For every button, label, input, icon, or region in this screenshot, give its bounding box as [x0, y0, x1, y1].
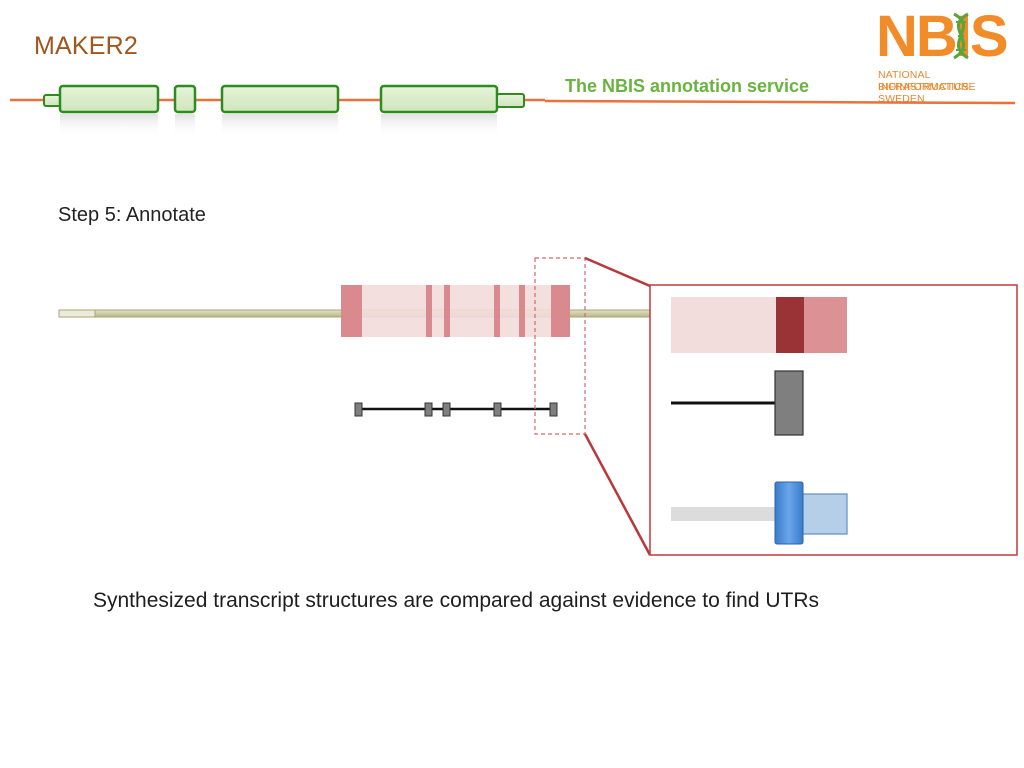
header-exon-shadow [175, 114, 195, 138]
slide-title: MAKER2 [34, 32, 139, 60]
header-exon-2 [173, 84, 197, 114]
evidence-exon [341, 285, 362, 337]
evidence-alignment [341, 285, 570, 337]
header-divider-right [544, 99, 1016, 105]
gene-exon [354, 402, 363, 417]
zoom-panel [649, 284, 1018, 556]
nbis-logo-text: NBIS [876, 4, 1009, 69]
genome-sequence-start [58, 309, 96, 318]
header-gene-model [43, 84, 525, 138]
header-exon-1 [58, 84, 160, 114]
zoom-transcript-utr-right [801, 493, 848, 535]
zoom-selection-box [534, 257, 586, 435]
zoom-evidence-utr [671, 297, 776, 353]
zoom-connector-top [584, 256, 651, 288]
zoom-transcript-utr-left [671, 507, 776, 521]
step-label: Step 5: Annotate [58, 204, 206, 226]
gene-exon [493, 402, 502, 417]
gene-exon [549, 402, 558, 417]
slide-subtitle: The NBIS annotation service [565, 76, 810, 96]
header-exon-3 [220, 84, 340, 114]
evidence-exon [551, 285, 570, 337]
nbis-logo-tagline-1: NATIONAL BIOINFORMATICS [878, 69, 970, 93]
evidence-exon [494, 285, 500, 337]
evidence-exon [426, 285, 432, 337]
zoom-evidence-exon [776, 297, 804, 353]
slide-caption: Synthesized transcript structures are co… [93, 589, 820, 612]
header-exon-shadow [381, 114, 497, 138]
zoom-gene-exon [774, 370, 804, 436]
header-exon-shadow [60, 114, 158, 138]
zoom-transcript-cds [774, 481, 804, 545]
gene-exon [442, 402, 451, 417]
evidence-exon [444, 285, 450, 337]
header-exon-4 [379, 84, 499, 114]
header-utr-right [496, 93, 525, 108]
evidence-exon [519, 285, 525, 337]
header-exon-shadow [222, 114, 338, 138]
dna-helix-icon [953, 12, 969, 60]
zoom-connector-bottom [583, 433, 652, 556]
evidence-block [341, 285, 570, 337]
zoom-evidence-extension [804, 297, 847, 353]
gene-exon [424, 402, 433, 417]
synthesized-gene-model [354, 402, 558, 417]
